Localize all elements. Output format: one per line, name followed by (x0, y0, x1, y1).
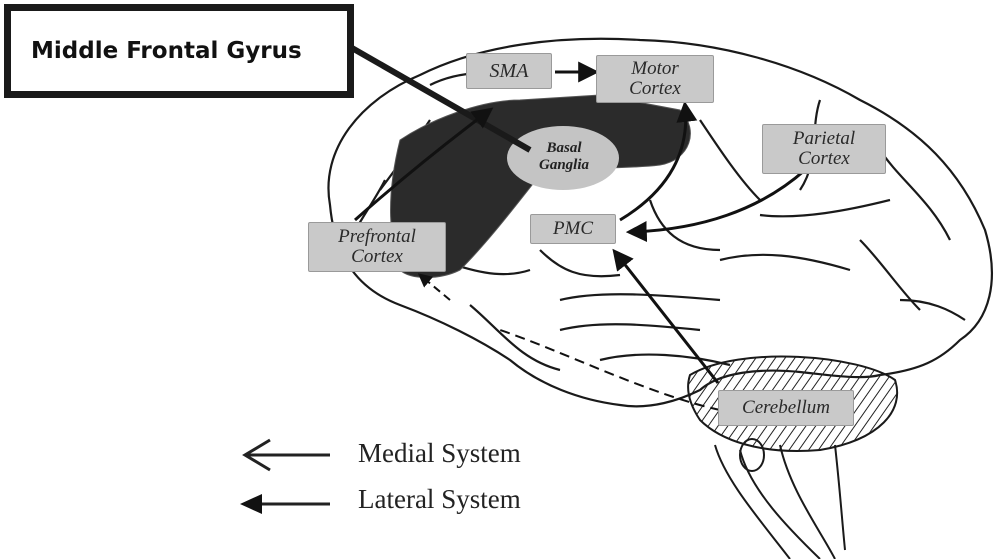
pmc-box: PMC (530, 214, 616, 244)
basal-ganglia-label-1: Basal (546, 140, 582, 156)
dashed-cerebellum-path (499, 329, 721, 411)
legend-medial-label: Medial System (358, 438, 521, 468)
prefrontal-cortex-label-1: Prefrontal (338, 226, 416, 248)
parietal-cortex-label-1: Parietal (792, 128, 856, 150)
basal-ganglia-ellipse (507, 126, 619, 190)
prefrontal-cortex-label-2: Cortex (351, 246, 403, 267)
sma-box: SMA (466, 53, 552, 89)
cerebellum-box: Cerebellum (718, 390, 854, 426)
basal-ganglia-label: Basal Ganglia (520, 140, 608, 173)
pathway-arrows (354, 61, 806, 411)
motor-cortex-label-2: Cortex (629, 78, 681, 99)
motor-cortex-box: Motor Cortex (596, 55, 714, 103)
sma-label: SMA (489, 59, 529, 82)
parietal-cortex-box: Parietal Cortex (762, 124, 886, 174)
arrow-cerebellum-to-pmc (612, 248, 720, 384)
cerebrum-contour (327, 37, 993, 408)
callout-pointer (350, 45, 532, 153)
motor-cortex-label-1: Motor (631, 58, 679, 80)
middle-frontal-gyrus-callout: Middle Frontal Gyrus (4, 4, 354, 98)
arrow-prefrontal-to-sma (354, 107, 494, 222)
open-arrowhead-icon (242, 438, 271, 472)
legend-lateral-label: Lateral System (358, 484, 521, 514)
callout-label: Middle Frontal Gyrus (31, 38, 302, 64)
cerebellum-label: Cerebellum (742, 397, 830, 419)
legend-arrows (242, 438, 330, 506)
pmc-label: PMC (552, 218, 594, 240)
brain-outline (327, 37, 993, 408)
parietal-cortex-label-2: Cortex (798, 148, 850, 169)
brainstem (714, 438, 846, 559)
arrow-parietal-to-pmc (625, 168, 806, 243)
arrow-pmc-to-motor (619, 100, 698, 222)
basal-ganglia-label-2: Ganglia (538, 156, 589, 173)
arrow-to-prefrontal-dashed (417, 273, 451, 301)
prefrontal-cortex-box: Prefrontal Cortex (308, 222, 446, 272)
filled-arrowhead-icon (240, 494, 262, 514)
